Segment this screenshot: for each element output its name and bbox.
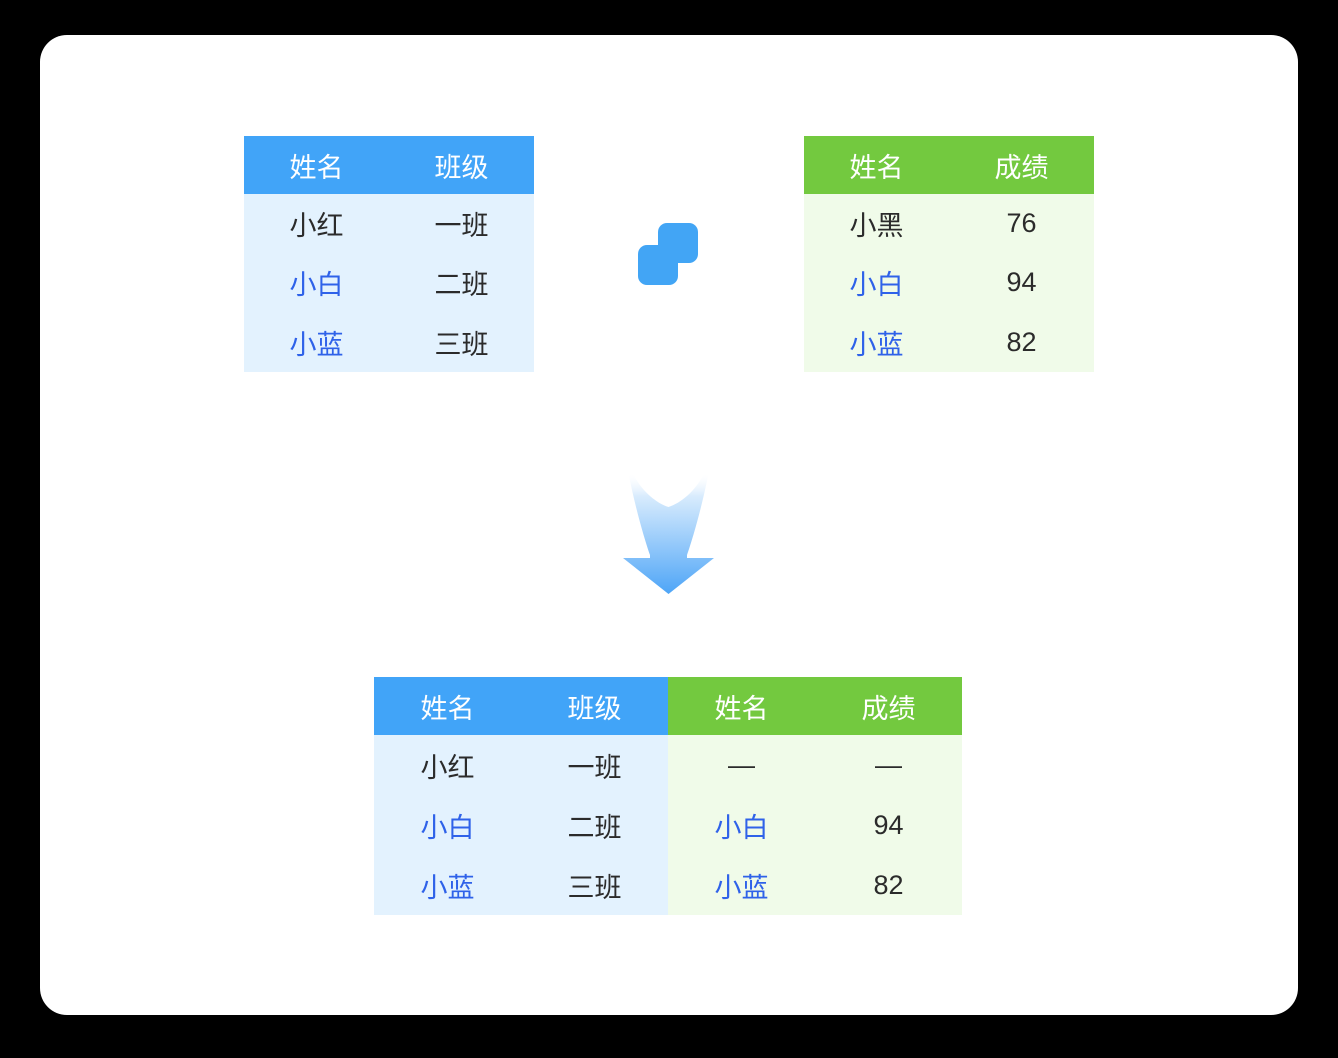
canvas-card: 姓名 班级 小红 一班 小白 二班 小蓝 三班 姓名 成 [40, 35, 1298, 1015]
header-cell-class: 班级 [434, 152, 489, 183]
cell-class: 一班 [521, 735, 668, 795]
cell-name: 小白 [668, 795, 815, 855]
table-row: 小白 94 [804, 253, 1094, 312]
table-row: 小白 二班 小白 94 [374, 795, 962, 855]
cell-class: 三班 [434, 329, 489, 360]
table-row: 小蓝 82 [804, 313, 1094, 372]
header-cell-score: 成绩 [994, 152, 1049, 183]
merged-table-body: 小红 一班 — — 小白 二班 小白 94 小蓝 三班 小蓝 82 [374, 735, 962, 915]
table-row: 小白 二班 [244, 253, 534, 312]
down-arrow-icon [620, 472, 718, 597]
cell-name: 小红 [289, 211, 344, 242]
score-table-header-row: 姓名 成绩 [804, 136, 1094, 194]
header-cell-name: 姓名 [668, 677, 815, 735]
cell-score-empty: — [815, 735, 962, 795]
score-table-body: 小黑 76 小白 94 小蓝 82 [804, 194, 1094, 372]
merge-icon [638, 223, 698, 285]
merged-table-header-row: 姓名 班级 姓名 成绩 [374, 677, 962, 735]
cell-score: 76 [1006, 208, 1037, 239]
cell-class: 二班 [434, 270, 489, 301]
cell-name: 小蓝 [849, 329, 904, 360]
table-row: 小红 一班 [244, 194, 534, 253]
cell-name: 小白 [374, 795, 521, 855]
header-cell-name: 姓名 [849, 152, 904, 183]
cell-name: 小红 [374, 735, 521, 795]
cell-score: 82 [815, 855, 962, 915]
cell-name: 小蓝 [289, 329, 344, 360]
table-row: 小红 一班 — — [374, 735, 962, 795]
cell-name: 小蓝 [374, 855, 521, 915]
cell-name-empty: — [668, 735, 815, 795]
cell-name: 小蓝 [668, 855, 815, 915]
cell-score: 94 [815, 795, 962, 855]
cell-class: 三班 [521, 855, 668, 915]
table-row: 小蓝 三班 [244, 313, 534, 372]
cell-score: 94 [1006, 267, 1037, 298]
cell-score: 82 [1006, 326, 1037, 357]
class-table-header-row: 姓名 班级 [244, 136, 534, 194]
header-cell-name: 姓名 [374, 677, 521, 735]
merged-table: 姓名 班级 姓名 成绩 小红 一班 — — 小白 二班 小白 94 小蓝 三班 … [374, 677, 962, 915]
cell-name: 小白 [289, 270, 344, 301]
table-row: 小蓝 三班 小蓝 82 [374, 855, 962, 915]
header-cell-name: 姓名 [289, 152, 344, 183]
table-row: 小黑 76 [804, 194, 1094, 253]
header-cell-score: 成绩 [815, 677, 962, 735]
class-table: 姓名 班级 小红 一班 小白 二班 小蓝 三班 [244, 136, 534, 372]
cell-name: 小黑 [849, 211, 904, 242]
class-table-body: 小红 一班 小白 二班 小蓝 三班 [244, 194, 534, 372]
cell-class: 一班 [434, 211, 489, 242]
cell-class: 二班 [521, 795, 668, 855]
cell-name: 小白 [849, 270, 904, 301]
score-table: 姓名 成绩 小黑 76 小白 94 小蓝 82 [804, 136, 1094, 372]
header-cell-class: 班级 [521, 677, 668, 735]
